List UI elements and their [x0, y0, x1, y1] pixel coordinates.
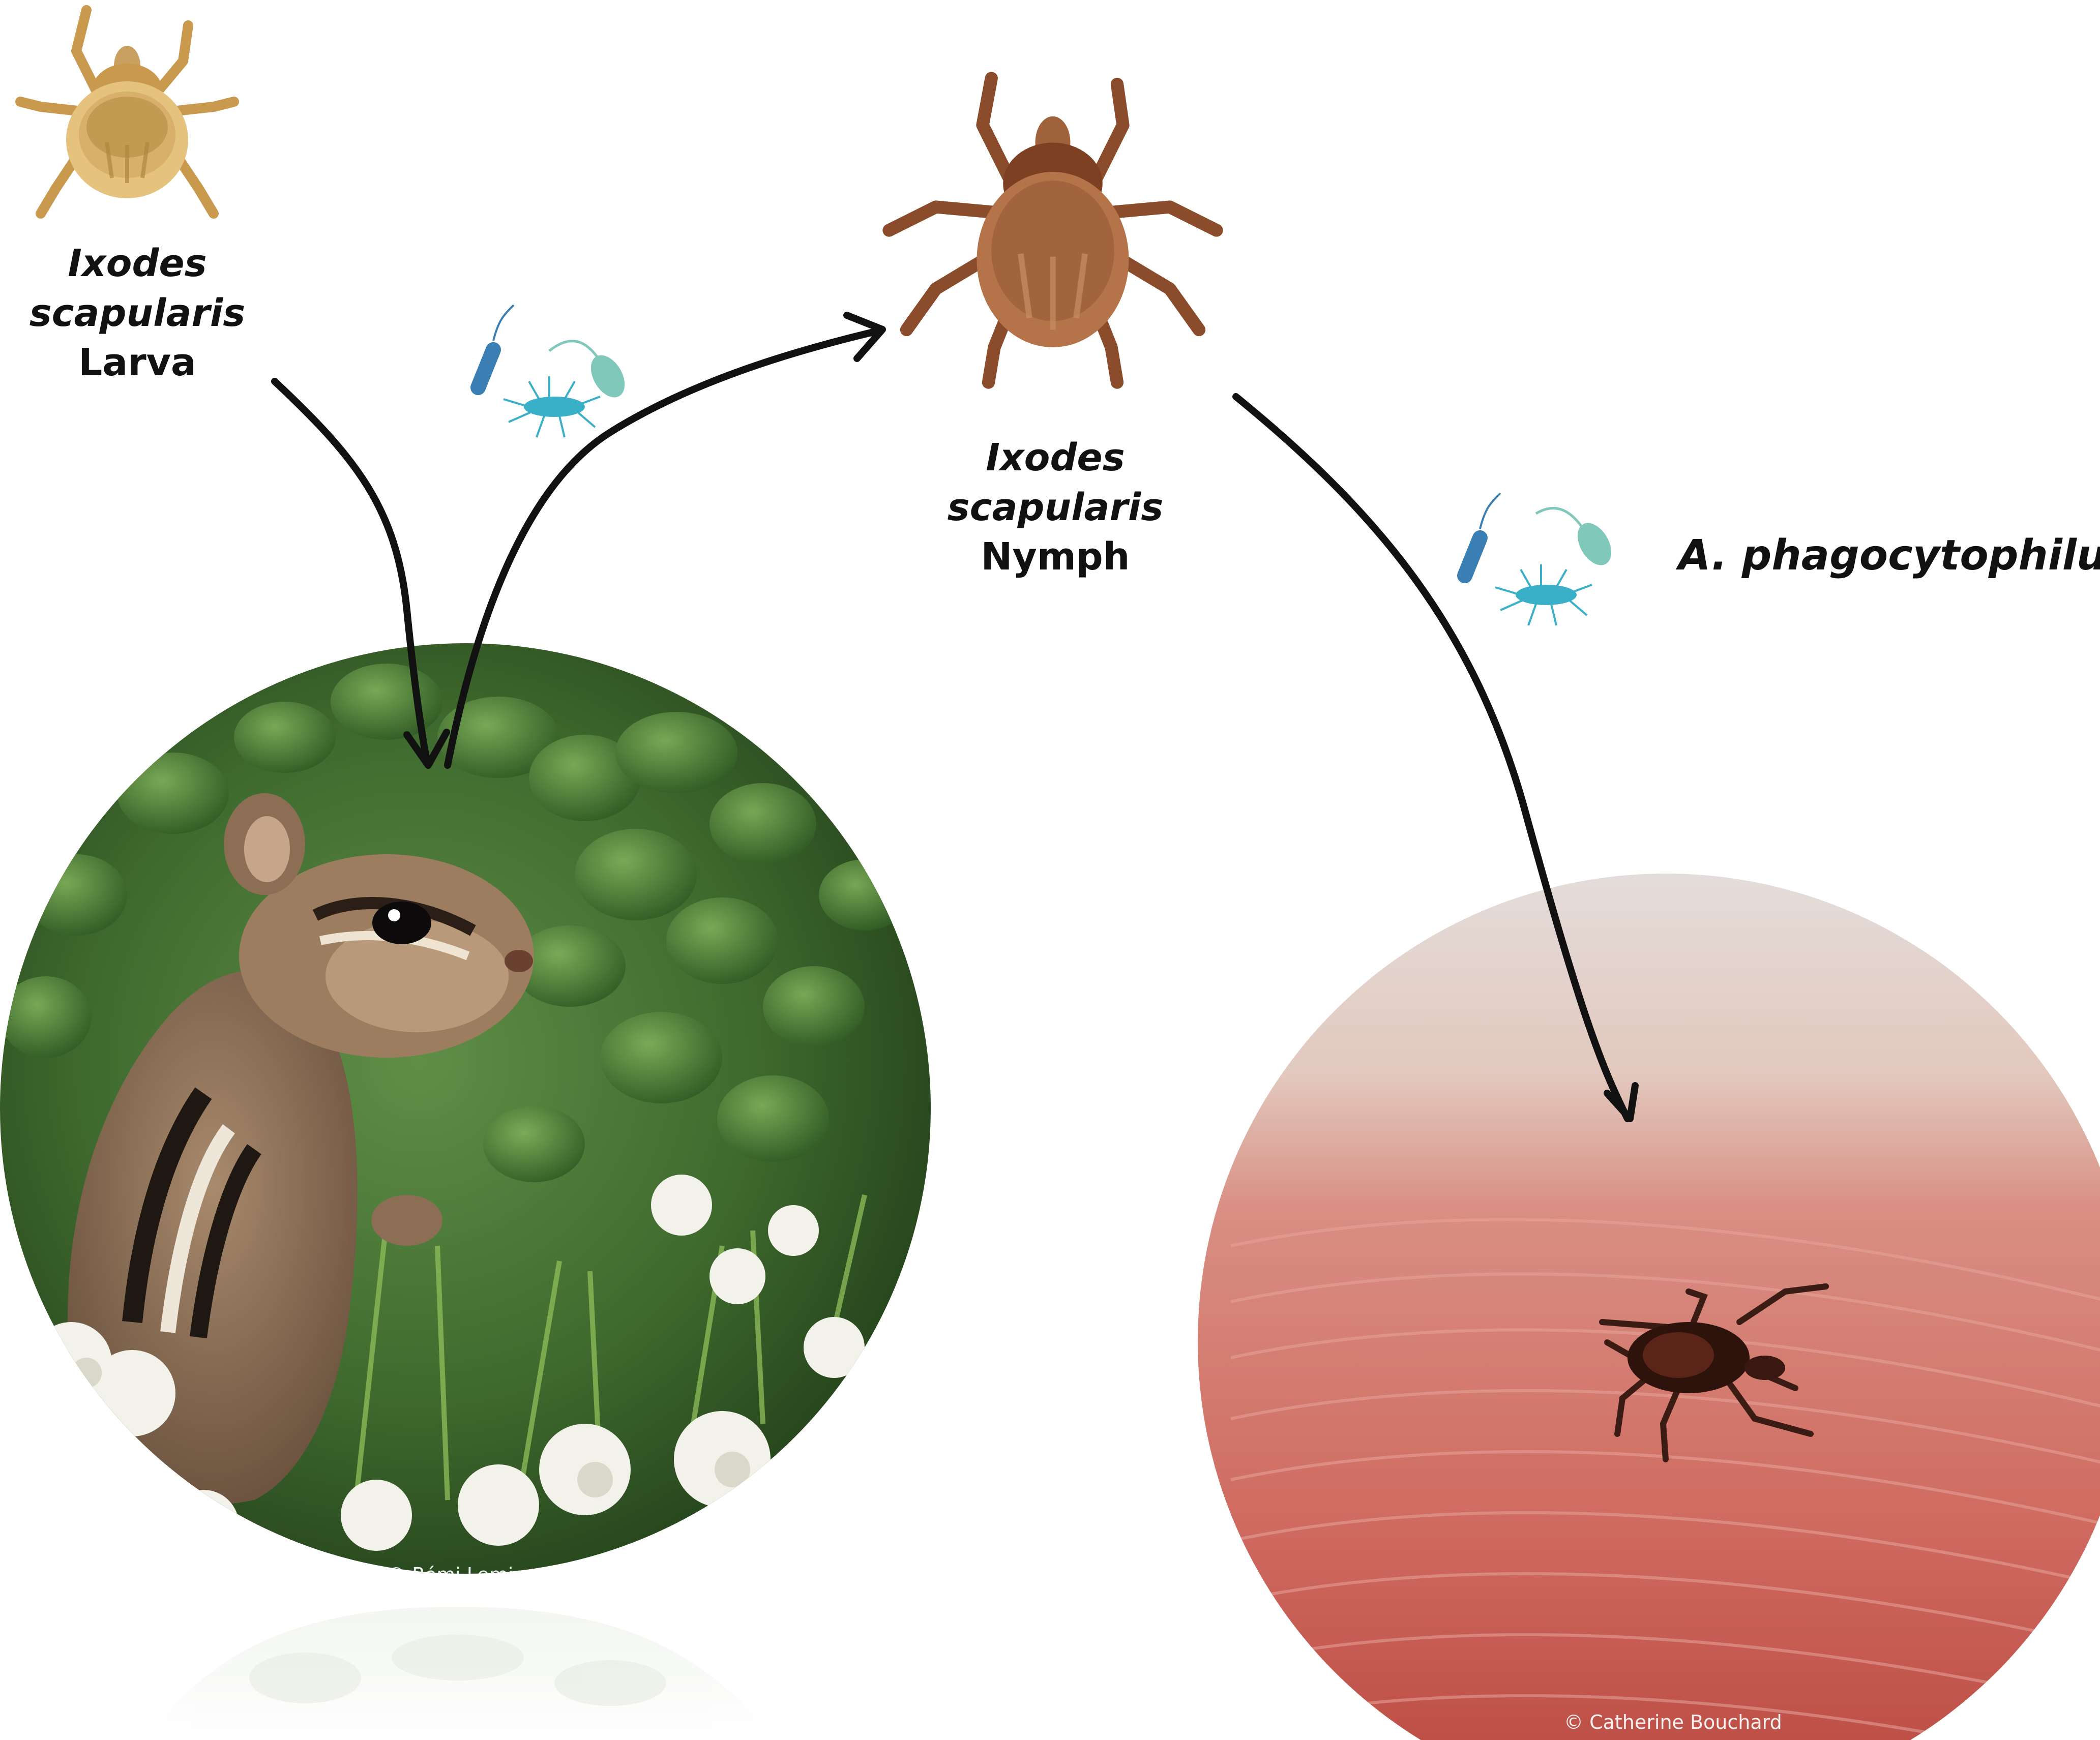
larva-tick-icon: [20, 10, 234, 214]
finger-photo-credit: © Catherine Bouchard: [1564, 1711, 1782, 1733]
nymph-genus: Ixodes: [933, 433, 1177, 483]
larva-stage: Larva: [15, 338, 259, 388]
finger-photo: [1195, 869, 2100, 1740]
larva-label: Ixodes scapularis Larva: [15, 239, 259, 388]
nymph-stage: Nymph: [933, 532, 1177, 582]
nymph-species: scapularis: [933, 483, 1177, 533]
pathogen-label: A. phagocytophilum: [1678, 531, 2100, 580]
nymph-tick-icon: [889, 78, 1217, 382]
larva-species: scapularis: [15, 289, 259, 339]
larva-genus: Ixodes: [15, 239, 259, 289]
photo-reflection: [147, 1607, 773, 1740]
bacteria-cluster-icon: [468, 305, 631, 437]
chipmunk-photo-credit: © Rémi Lemieux: [387, 1564, 549, 1586]
nymph-label: Ixodes scapularis Nymph: [933, 433, 1177, 582]
bacteria-cluster-icon: [1455, 493, 1618, 625]
